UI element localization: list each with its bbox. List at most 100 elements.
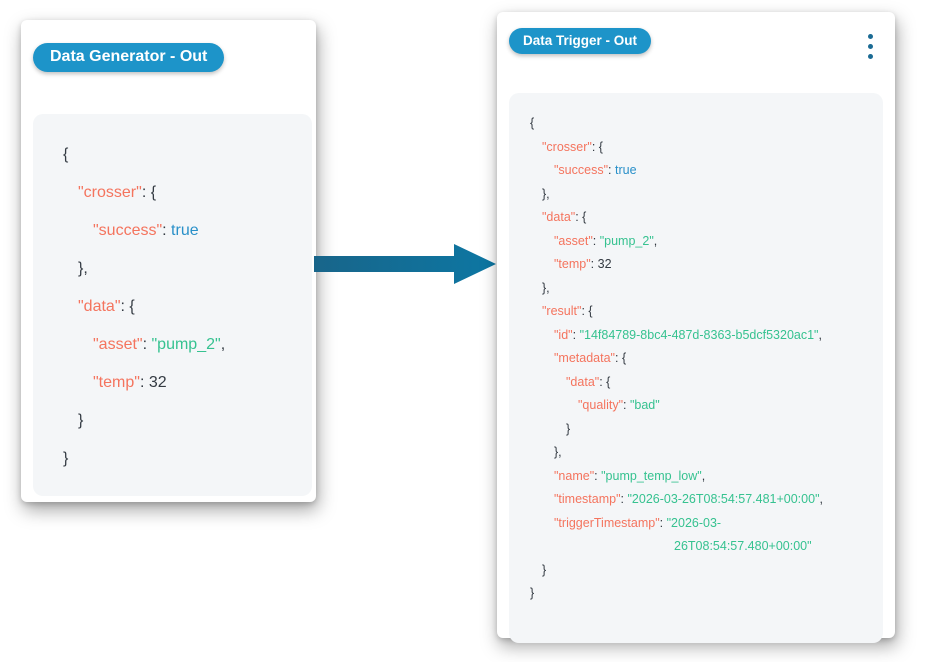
json-token-str: "2026-03-	[666, 515, 722, 530]
json-token-punct: },	[78, 260, 88, 277]
kebab-menu-icon	[868, 34, 873, 39]
json-line: {	[530, 112, 877, 136]
json-token-punct: : {	[575, 210, 587, 224]
json-token-key: "data"	[542, 210, 576, 224]
json-token-punct: : {	[599, 374, 611, 389]
json-token-key: "id"	[554, 327, 573, 342]
json-token-punct: :	[594, 468, 602, 483]
json-token-str: "pump_2"	[599, 233, 654, 248]
json-token-key: "crosser"	[78, 184, 142, 201]
json-token-str: "bad"	[629, 398, 660, 412]
json-token-str: 26T08:54:57.480+00:00"	[674, 539, 812, 553]
json-line: "success": true	[63, 212, 306, 250]
json-line: }	[530, 582, 877, 606]
json-token-punct: : {	[615, 351, 627, 365]
json-token-punct: ,	[701, 468, 706, 483]
json-token-key: "crosser"	[542, 139, 592, 154]
json-line: }	[63, 440, 306, 478]
json-token-key: "success"	[554, 163, 609, 177]
json-line: "name": "pump_temp_low",	[530, 465, 877, 489]
json-line: },	[530, 183, 877, 207]
json-line: "triggerTimestamp": "2026-03-	[530, 512, 877, 536]
json-token-key: "data"	[566, 374, 600, 389]
json-token-punct: :	[659, 515, 667, 530]
json-line: "result": {	[530, 300, 877, 324]
json-token-punct: }	[78, 412, 84, 429]
json-line: "metadata": {	[530, 347, 877, 371]
json-token-punct: }	[63, 450, 69, 467]
json-token-punct: :	[139, 374, 149, 391]
json-line: "crosser": {	[530, 136, 877, 160]
json-token-key: "asset"	[554, 233, 593, 248]
json-token-key: "name"	[554, 468, 595, 483]
json-line: "crosser": {	[63, 174, 306, 212]
json-token-bool: true	[171, 222, 199, 239]
json-line: "data": {	[530, 206, 877, 230]
json-token-punct: : {	[581, 304, 593, 318]
json-line: 26T08:54:57.480+00:00"	[530, 535, 877, 559]
data-generator-json-output: {"crosser": {"success": true},"data": {"…	[33, 114, 312, 496]
json-token-str: "pump_temp_low"	[601, 468, 702, 483]
data-generator-panel: Data Generator - Out {"crosser": {"succe…	[21, 20, 316, 502]
json-token-key: "result"	[542, 304, 582, 318]
json-line: "asset": "pump_2",	[63, 326, 306, 364]
json-token-punct: {	[530, 116, 535, 130]
json-token-punct: : {	[120, 298, 135, 315]
json-token-punct: },	[542, 280, 550, 295]
kebab-menu-icon	[868, 44, 873, 49]
json-line: "data": {	[63, 288, 306, 326]
json-token-key: "timestamp"	[554, 492, 621, 506]
json-token-punct: :	[623, 398, 630, 412]
json-token-punct: }	[542, 562, 547, 577]
json-token-punct: {	[63, 146, 69, 163]
json-token-punct: ,	[220, 336, 226, 353]
data-trigger-json-output: {"crosser": {"success": true},"data": {"…	[509, 93, 883, 643]
json-token-punct: }	[566, 421, 571, 436]
json-token-key: "temp"	[93, 374, 140, 391]
json-token-num: 32	[148, 374, 167, 391]
json-token-punct: :	[592, 233, 600, 248]
json-token-key: "asset"	[93, 336, 143, 353]
json-token-punct: :	[620, 492, 628, 506]
json-token-punct: ,	[819, 492, 823, 506]
json-token-str: "pump_2"	[151, 336, 221, 353]
json-line: "success": true	[530, 159, 877, 183]
data-trigger-header: Data Trigger - Out	[497, 12, 895, 63]
json-line: },	[530, 441, 877, 465]
json-token-punct: ,	[818, 327, 822, 342]
json-token-str: "14f84789-8bc4-487d-8363-b5dcf5320ac1"	[579, 327, 819, 342]
json-line: "temp": 32	[63, 364, 306, 402]
json-token-punct: : {	[141, 184, 157, 201]
json-token-punct: :	[608, 163, 615, 177]
json-line: {	[63, 136, 306, 174]
json-token-num: 32	[597, 257, 612, 271]
data-trigger-badge: Data Trigger - Out	[509, 28, 652, 54]
json-token-punct: :	[590, 257, 598, 271]
json-token-punct: }	[530, 586, 535, 600]
json-token-str: "2026-03-26T08:54:57.481+00:00"	[627, 492, 820, 506]
kebab-menu-icon	[868, 54, 873, 59]
json-token-bool: true	[614, 163, 637, 177]
json-line: }	[530, 559, 877, 583]
json-token-key: "success"	[93, 222, 163, 239]
json-line: },	[63, 250, 306, 288]
json-line: "temp": 32	[530, 253, 877, 277]
kebab-menu-button[interactable]	[862, 30, 879, 63]
flow-arrow-icon	[314, 243, 496, 285]
json-line: "data": {	[530, 371, 877, 395]
json-line: "quality": "bad"	[530, 394, 877, 418]
json-token-key: "quality"	[578, 398, 624, 412]
json-token-punct: :	[162, 222, 172, 239]
json-token-punct: : {	[591, 139, 603, 154]
json-token-punct: :	[572, 327, 580, 342]
json-token-key: "metadata"	[554, 351, 615, 365]
json-line: "id": "14f84789-8bc4-487d-8363-b5dcf5320…	[530, 324, 877, 348]
json-token-key: "triggerTimestamp"	[554, 515, 660, 530]
json-line: "asset": "pump_2",	[530, 230, 877, 254]
json-line: },	[530, 277, 877, 301]
json-token-key: "data"	[78, 298, 121, 315]
data-trigger-panel: Data Trigger - Out {"crosser": {"success…	[497, 12, 895, 643]
json-token-punct: },	[542, 186, 550, 201]
json-token-punct: },	[554, 445, 562, 459]
